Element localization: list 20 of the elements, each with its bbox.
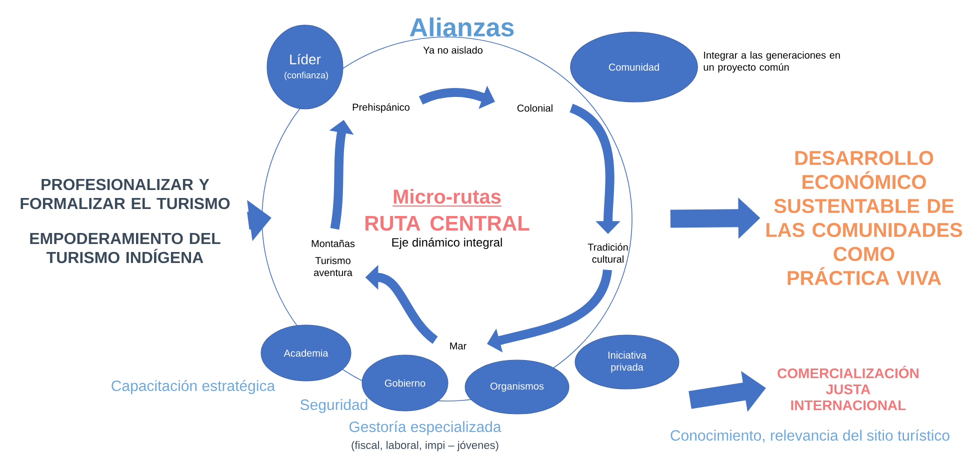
note: Integrar a las generaciones en un proyecto común — [704, 51, 840, 73]
note: Ya no aislado — [423, 46, 482, 54]
goal-text: PROFESIONALIZAR Y FORMALIZAR EL TURISMO EMPODERAMIENTO DEL TURISMO INDÍGENA — [20, 178, 230, 264]
stage-label: Prehispánico — [352, 103, 410, 113]
oval-node: Iniciativa privada — [574, 334, 680, 390]
stage-label: Mar — [450, 342, 466, 350]
label-text: Conocimiento, relevancia del sitio turístico — [670, 430, 950, 442]
oval-node: Comunidad — [570, 32, 698, 102]
outcome-text: DESARROLLO ECONÓMICO SUSTENTABLE DE LAS COMUNIDADES COMO PRÁCTICA VIVA — [766, 150, 962, 286]
oval-node: Academia — [260, 324, 352, 382]
stage-label: Montañas Turismo aventura — [312, 240, 355, 276]
label-text: Capacitación estratégica — [112, 380, 276, 394]
stage-label: Colonial — [517, 104, 552, 112]
stage-label: Tradición cultural — [588, 243, 628, 263]
note: (fiscal, laboral, impi – jóvenes) — [352, 440, 498, 452]
label-text: Gestoría especializada — [349, 420, 502, 436]
outcome-text: COMERCIALIZACIÓN JUSTA INTERNACIONAL — [778, 366, 918, 410]
diagram-title: Alianzas — [410, 17, 514, 37]
oval-node: Líder (confianza) — [266, 24, 344, 110]
oval-node: Organismos — [464, 360, 570, 414]
